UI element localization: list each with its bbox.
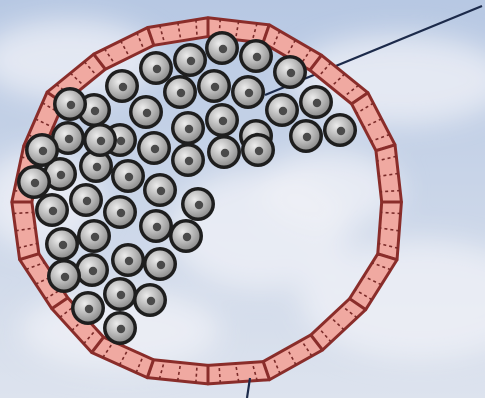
sphere-cell-10 [299, 85, 333, 119]
sphere-cell-3 [173, 43, 207, 77]
sphere-cell-46 [53, 87, 87, 121]
sphere-cell-31 [103, 195, 137, 229]
sphere-cell-32 [77, 219, 111, 253]
sphere-cell-41 [71, 291, 105, 325]
sphere-cell-7 [163, 75, 197, 109]
sphere-cell-8 [197, 69, 231, 103]
sphere-cell-5 [273, 55, 307, 89]
sphere-cell-17 [171, 111, 205, 145]
sphere-cell-29 [181, 187, 215, 221]
sphere-cell-36 [111, 243, 145, 277]
sphere-cell-35 [45, 227, 79, 261]
sphere-cell-40 [103, 277, 137, 311]
sphere-cell-38 [143, 247, 177, 281]
sphere-cell-25 [111, 159, 145, 193]
sphere-cell-26 [171, 143, 205, 177]
sphere-cell-18 [205, 103, 239, 137]
sphere-cell-33 [139, 209, 173, 243]
sphere-cell-22 [137, 131, 171, 165]
sphere-cell-42 [133, 283, 167, 317]
sphere-cell-14 [323, 113, 357, 147]
sphere-cell-20 [289, 119, 323, 153]
sphere-cell-23 [207, 135, 241, 169]
sphere-cell-6 [105, 69, 139, 103]
sphere-cell-12 [129, 95, 163, 129]
sphere-cell-4 [139, 51, 173, 85]
sphere-cell-37 [75, 253, 109, 287]
sphere-cell-43 [103, 311, 137, 345]
sphere-cell-27 [69, 183, 103, 217]
sphere-cell-9 [231, 75, 265, 109]
sphere-cell-39 [47, 259, 81, 293]
sphere-cell-2 [239, 39, 273, 73]
sphere-cell-44 [17, 165, 51, 199]
sphere-cell-34 [169, 219, 203, 253]
sphere-cell-13 [265, 93, 299, 127]
sphere-cell-30 [35, 193, 69, 227]
sphere-cell-45 [25, 133, 59, 167]
sphere-cell-48 [83, 123, 117, 157]
sphere-cell-1 [205, 31, 239, 65]
sphere-cell-28 [143, 173, 177, 207]
sphere-cell-47 [241, 133, 275, 167]
